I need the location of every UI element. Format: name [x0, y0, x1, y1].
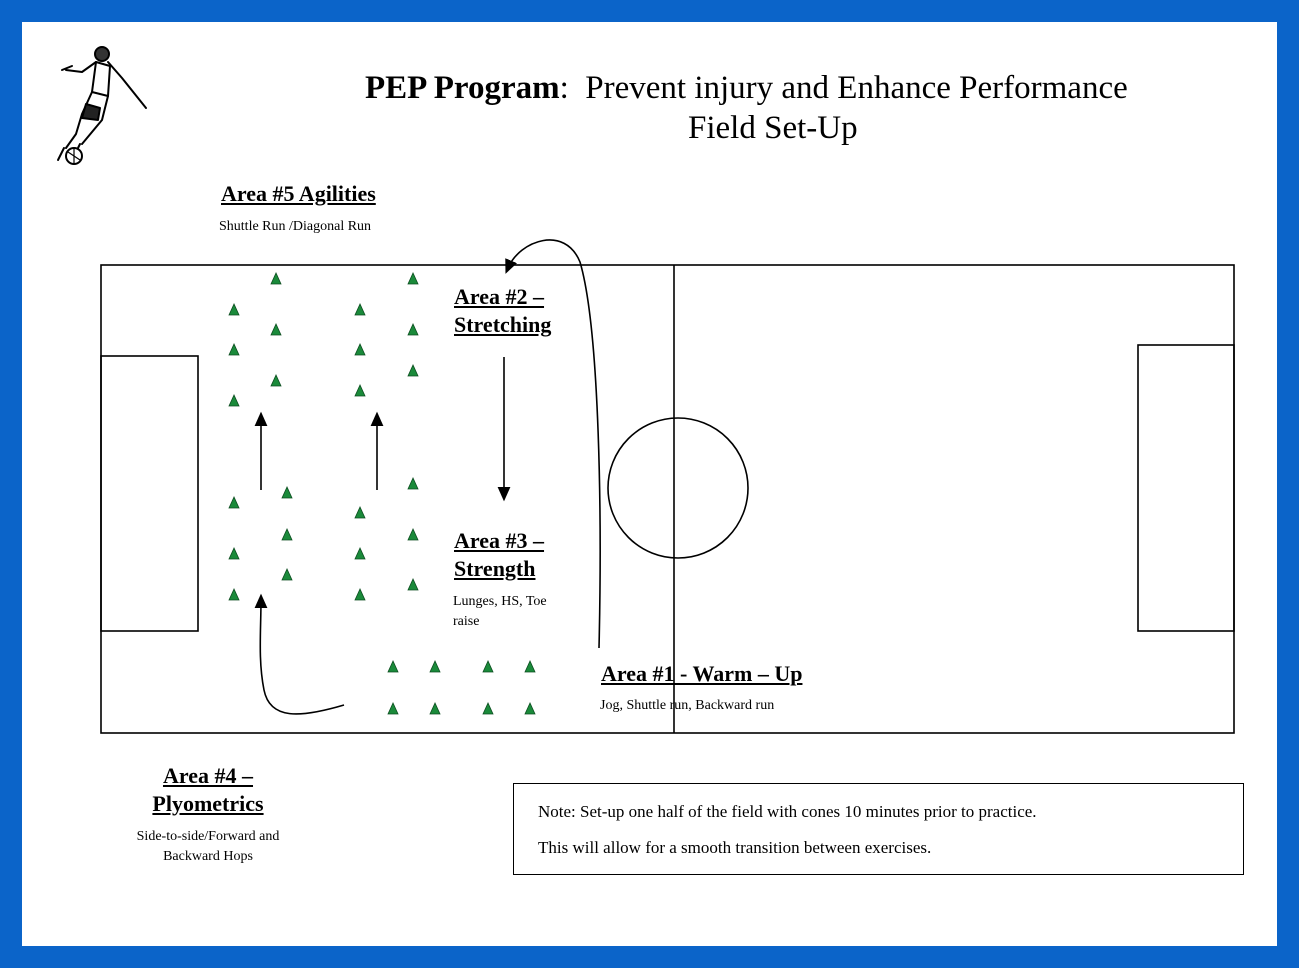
- cone-icon: [270, 323, 282, 336]
- cone-icon: [354, 547, 366, 560]
- right-penalty-box: [1137, 344, 1235, 632]
- cone-icon: [407, 323, 419, 336]
- area3-heading-line1: Area #3 –: [454, 528, 545, 553]
- cone-icon: [482, 702, 494, 715]
- cone-icon: [354, 343, 366, 356]
- title-separator: :: [559, 70, 569, 106]
- cone-icon: [354, 384, 366, 397]
- cone-icon: [281, 486, 293, 499]
- cones-group: [228, 272, 536, 715]
- cone-icon: [228, 496, 240, 509]
- cone-icon: [407, 364, 419, 377]
- cone-icon: [407, 272, 419, 285]
- area1-heading: Area #1 - Warm – Up: [601, 661, 803, 686]
- cone-icon: [387, 660, 399, 673]
- cone-icon: [387, 702, 399, 715]
- cone-icon: [228, 547, 240, 560]
- area3-detail-line1: Lunges, HS, Toe: [453, 594, 547, 609]
- area2-heading-line2: Stretching: [454, 312, 552, 337]
- cone-icon: [354, 588, 366, 601]
- area4-detail-line2: Backward Hops: [163, 849, 253, 864]
- cone-icon: [270, 272, 282, 285]
- cone-icon: [407, 528, 419, 541]
- cone-icon: [228, 588, 240, 601]
- cone-icon: [354, 303, 366, 316]
- cone-icon: [524, 660, 536, 673]
- cone-icon: [407, 578, 419, 591]
- program-name: PEP Program: [365, 70, 560, 106]
- area4-heading-line1: Area #4 –: [162, 763, 254, 788]
- title-subtitle: Prevent injury and Enhance Performance: [585, 70, 1128, 106]
- cone-icon: [482, 660, 494, 673]
- area1-detail: Jog, Shuttle run, Backward run: [600, 698, 775, 713]
- page-subtitle: Field Set-Up: [688, 110, 858, 146]
- area3-detail-line2: raise: [453, 614, 480, 629]
- center-circle: [607, 417, 749, 559]
- note-line1: Note: Set-up one half of the field with …: [538, 802, 1037, 821]
- area5-detail: Shuttle Run /Diagonal Run: [219, 219, 372, 234]
- page-title: PEP Program: Prevent injury and Enhance …: [365, 68, 1128, 109]
- cone-icon: [354, 506, 366, 519]
- cone-icon: [281, 528, 293, 541]
- area4-detail-line1: Side-to-side/Forward and: [136, 829, 280, 844]
- note-box: Note: Set-up one half of the field with …: [513, 783, 1244, 875]
- cone-icon: [524, 702, 536, 715]
- area3-heading-line2: Strength: [454, 556, 536, 581]
- cone-icon: [228, 394, 240, 407]
- area4-heading-line2: Plyometrics: [152, 791, 264, 816]
- cone-icon: [270, 374, 282, 387]
- note-line2: This will allow for a smooth transition …: [538, 838, 932, 857]
- cone-icon: [429, 660, 441, 673]
- soccer-player-icon: [57, 46, 147, 165]
- cone-icon: [228, 343, 240, 356]
- cone-icon: [429, 702, 441, 715]
- cone-icon: [228, 303, 240, 316]
- cone-icon: [407, 477, 419, 490]
- area5-heading: Area #5 Agilities: [221, 181, 376, 206]
- arrow-warmup-to-stretching: [505, 239, 601, 649]
- left-penalty-box: [100, 355, 199, 632]
- cone-icon: [281, 568, 293, 581]
- area2-heading-line1: Area #2 –: [454, 284, 545, 309]
- arrow-to-plyometrics: [254, 593, 345, 715]
